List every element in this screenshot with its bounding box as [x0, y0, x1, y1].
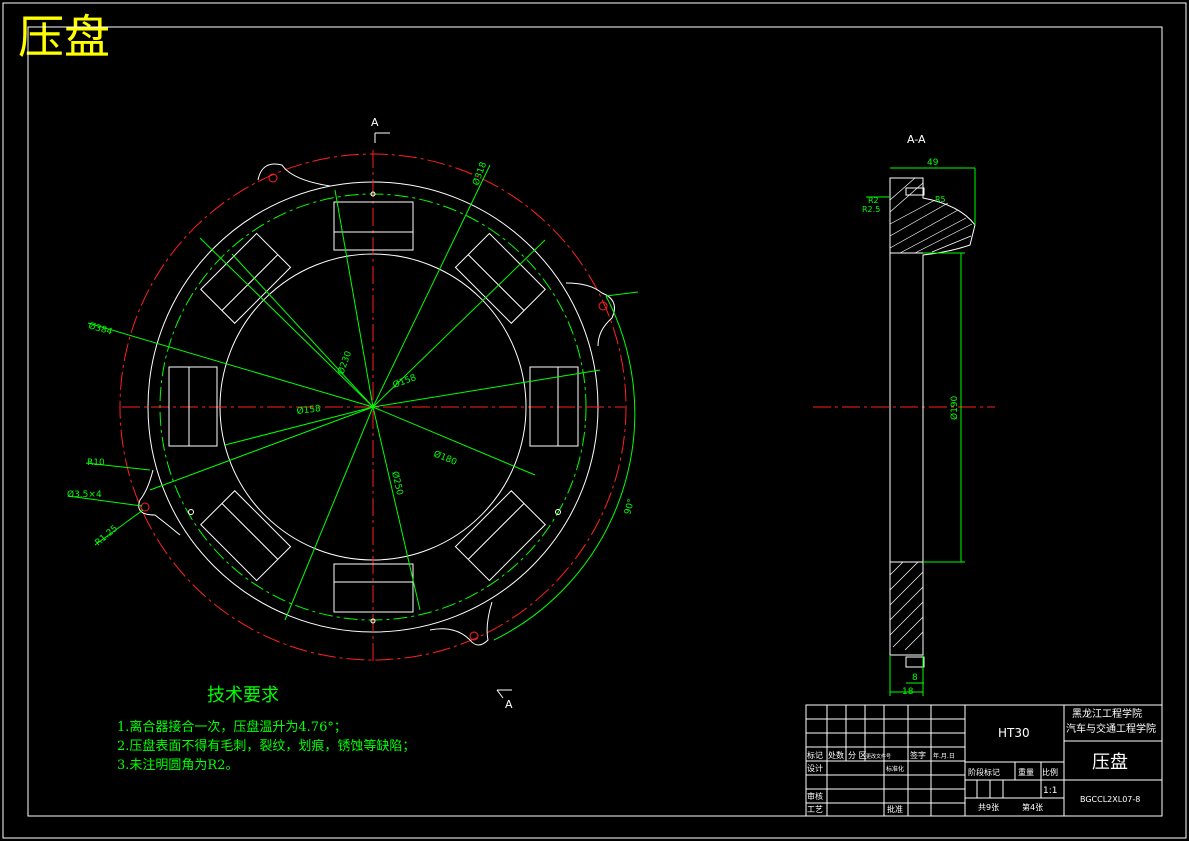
- tb-review: 审核: [807, 791, 823, 801]
- dimension-lines: [67, 164, 639, 641]
- lug-hole: [268, 173, 278, 183]
- pad-bottom-left: [200, 490, 292, 582]
- pad-right: [529, 366, 579, 447]
- tb-sheets-total: 共9张: [978, 803, 999, 812]
- lug-top: [257, 163, 331, 187]
- pad-top-left: [200, 232, 292, 324]
- pad-top: [333, 201, 414, 251]
- tb-school: 黑龙江工程学院: [1072, 707, 1142, 720]
- tech-requirements-title: 技术要求: [207, 685, 279, 706]
- dim-r2-5: R2.5: [862, 205, 880, 214]
- dim-158-a: Ø158: [296, 403, 322, 417]
- dim-190: Ø190: [949, 395, 960, 420]
- dim-r2: R2: [868, 196, 879, 205]
- dim-384: Ø384: [87, 320, 114, 337]
- tb-date: 年.月.日: [933, 752, 955, 760]
- dim-318: Ø318: [470, 160, 489, 187]
- tb-stage: 阶段标记: [968, 767, 1000, 777]
- tb-approve: 批准: [887, 804, 903, 814]
- drawing-title: 压盘: [18, 10, 110, 64]
- tb-mark: 标记: [807, 750, 823, 760]
- section-marker-top: A: [371, 116, 379, 129]
- dim-230: Ø230: [335, 349, 354, 376]
- lug-left: [138, 469, 181, 536]
- tb-process: 工艺: [807, 805, 823, 814]
- lug-hole: [140, 502, 150, 512]
- tb-scale: 1:1: [1043, 786, 1057, 796]
- dim-49: 49: [927, 158, 939, 168]
- tech-requirement-item: 2.压盘表面不得有毛刺，裂纹，划痕，锈蚀等缺陷；: [117, 739, 416, 754]
- bolt-point: [370, 618, 376, 624]
- dim-8: 8: [912, 673, 918, 683]
- pad-left: [168, 366, 218, 447]
- dim-r1: R1.25: [94, 524, 121, 549]
- tb-change-doc: 更改文件号: [866, 753, 891, 760]
- bolt-point: [188, 509, 194, 515]
- tech-requirement-item: 1.离合器接合一次，压盘温升为4.76°；: [117, 720, 347, 735]
- dim-180: Ø180: [432, 449, 459, 468]
- pad-bottom-right: [454, 490, 546, 582]
- tb-weight: 重量: [1018, 767, 1034, 777]
- tb-design: 设计: [807, 763, 823, 773]
- bolt-point: [370, 191, 376, 197]
- lug-right: [565, 282, 615, 347]
- tb-material: HT30: [998, 726, 1030, 740]
- lug-hole: [598, 301, 608, 311]
- dim-250: Ø250: [389, 470, 405, 496]
- tb-ratio: 比例: [1042, 767, 1058, 777]
- bolt-point: [555, 509, 561, 515]
- inner-frame: [27, 26, 1163, 817]
- title-block: [805, 704, 1163, 817]
- tb-drawing-no: BGCCL2XL07-8: [1080, 795, 1140, 804]
- pad-top-right: [454, 232, 546, 324]
- tb-department: 汽车与交通工程学院: [1066, 722, 1156, 735]
- tb-sheet-no: 第4张: [1022, 802, 1043, 812]
- dim-angle: 90°: [623, 498, 637, 516]
- tb-sign: 签字: [910, 750, 926, 760]
- dim-158-b: Ø158: [391, 372, 418, 391]
- lug-bottom: [429, 601, 493, 646]
- tb-part-name: 压盘: [1092, 752, 1128, 773]
- title-block-text: HT30 黑龙江工程学院 汽车与交通工程学院 压盘 BGCCL2XL07-8 1…: [807, 707, 1156, 814]
- front-view: Ø318 Ø384 Ø230 Ø158 Ø158 Ø180 Ø250 R10 Ø…: [67, 116, 639, 711]
- section-view: A-A: [813, 133, 995, 697]
- tb-zone: 分 区: [848, 751, 867, 760]
- section-marker-bottom: A: [505, 698, 513, 711]
- tb-count: 处数: [828, 750, 844, 760]
- dim-r10: R10: [87, 458, 105, 468]
- tb-standard: 标准化: [886, 765, 904, 773]
- lug-hole: [469, 631, 479, 641]
- dim-r5: R5: [935, 195, 946, 204]
- hatching: [889, 177, 973, 651]
- section-view-title: A-A: [907, 133, 926, 146]
- tech-requirement-item: 3.未注明圆角为R2。: [117, 758, 239, 773]
- dim-18: 18: [902, 687, 914, 697]
- tech-requirements-list: 1.离合器接合一次，压盘温升为4.76°； 2.压盘表面不得有毛刺，裂纹，划痕，…: [117, 718, 415, 775]
- section-outline: [889, 177, 976, 656]
- pad-bottom: [333, 563, 414, 613]
- dim-holes: Ø3.5×4: [67, 489, 102, 500]
